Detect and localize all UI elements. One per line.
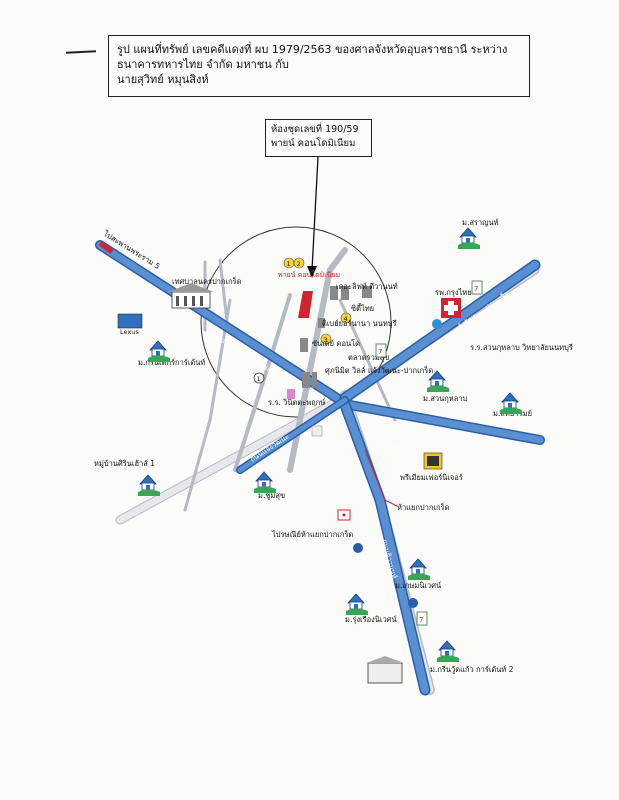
house-icon <box>407 558 431 581</box>
marker-1: 1 <box>287 260 291 268</box>
m-rungruang-label: ม.รุ่งเรืองนิเวศน์ <box>345 615 397 624</box>
house-icon <box>253 471 277 494</box>
title-line-3: นายสุวิทย์ หมุนสิงห์ <box>117 73 209 86</box>
lexus-label: Lexus <box>120 328 139 336</box>
m-kittinan-label: ม.เกษมนิเวศน์ <box>395 581 441 590</box>
house-icon <box>457 227 481 250</box>
village-sirin-label: หมู่บ้านศิรินเฮ้าส์ 1 <box>94 459 155 468</box>
school-suankularb-label: ร.ร.สวนกุหลาบ วิทยาลัยนนทบุรี <box>470 343 573 352</box>
svg-text:7: 7 <box>419 616 423 624</box>
condo-marker-icon <box>298 291 313 318</box>
municipality-building-icon <box>168 283 214 309</box>
m-saranan-label: ม.สราญนท์ <box>462 218 499 227</box>
seven-eleven-icon: 7 7 7 <box>375 280 483 626</box>
callout-line-1: ห้องชุดเลขที่ 190/59 <box>271 124 359 135</box>
bank-icon <box>432 319 442 329</box>
market-label: ตลาดรวมสุข <box>348 353 389 362</box>
building-icon <box>300 286 372 388</box>
m-somsuk-label: ม.ชูมสุข <box>258 491 285 500</box>
callout-pointer <box>311 156 319 271</box>
building-icon <box>311 425 323 437</box>
marker-4: 4 <box>344 315 348 323</box>
school-icon <box>287 389 295 399</box>
number-markers: 1 2 4 3 1 <box>253 257 352 384</box>
marker-3: 3 <box>324 336 328 344</box>
de-miami-label: ดิเบย์ยอร์นานา นนทบุรี <box>322 319 397 328</box>
municipality-label: เทศบาลนครปากเกร็ด <box>172 276 242 286</box>
lift-tiwanon-label: เดอะลิฟท์ ตีวานนท์ <box>336 282 398 291</box>
title-line-1: รูป แผนที่ทรัพย์ เลขคดีแดงที่ ผบ 1979/25… <box>117 43 508 56</box>
title-line-2: ธนาคารทหารไทย จำกัด มหาชน กับ <box>117 58 289 71</box>
marker-1b: 1 <box>257 375 261 383</box>
bank-icon <box>353 543 363 553</box>
hospital-label: รพ.กรุงไทย <box>435 288 472 297</box>
supreme-villa-label: ศุภนิมิต วิลล์ แจ้งวัฒนะ-ปากเกร็ด <box>325 365 433 375</box>
green-garden-label: ม.กรีนเด็กร์การ์เด้นท์ <box>138 357 205 367</box>
house-icon <box>345 593 369 616</box>
radius-circle <box>200 226 392 418</box>
building-icon <box>367 662 403 684</box>
m-suankularb-label: ม.สวนกุหลาบ <box>423 394 468 403</box>
sunday-condo-label: ซันเดย์ คอนโด <box>312 339 360 348</box>
m-greenwood2-label: ม.กรีนวู้ดแก้ว การ์เด้นท์ 2 <box>430 665 514 674</box>
premier-furniture-label: พรีเมียมเฟอร์นิเจอร์ <box>400 473 463 482</box>
city-thai-label: ซิตี้ไทย <box>351 303 374 313</box>
house-icon <box>137 474 161 497</box>
marker-2: 2 <box>297 260 301 268</box>
condo-label: พายน์ คอนโดมิเนียม <box>278 270 340 279</box>
red-road-segment <box>98 241 114 254</box>
svg-text:7: 7 <box>474 285 478 293</box>
post-office-label: ไปรษณีย์ห้าแยกปากเกร็ด <box>271 529 353 539</box>
bank-icon <box>408 598 418 608</box>
house-icon <box>147 340 171 363</box>
house-icon <box>436 640 460 663</box>
main-roads <box>95 240 545 696</box>
callout-arrowhead <box>307 266 317 278</box>
school-label: ร.ร. วินิตตะพฤกษ์ <box>268 398 325 407</box>
pakkret-junction-label: ห้าแยกปากเกร็ด <box>397 502 450 512</box>
callout-line-2: พายน์ คอนโดมิเนียม <box>271 138 356 149</box>
house-icon <box>499 392 523 415</box>
svg-text:7: 7 <box>378 348 382 356</box>
junction-leader-line <box>364 449 398 507</box>
map-title-box: รูป แผนที่ทรัพย์ เลขคดีแดงที่ ผบ 1979/25… <box>108 35 530 97</box>
lexus-logo-icon <box>117 313 143 329</box>
unit-callout: ห้องชุดเลขที่ 190/59 พายน์ คอนโดมิเนียม <box>265 119 372 157</box>
road-label-chaengwattana-right: ถนนแจ้งวัฒนะ - ปากเกร็ด <box>395 441 474 450</box>
